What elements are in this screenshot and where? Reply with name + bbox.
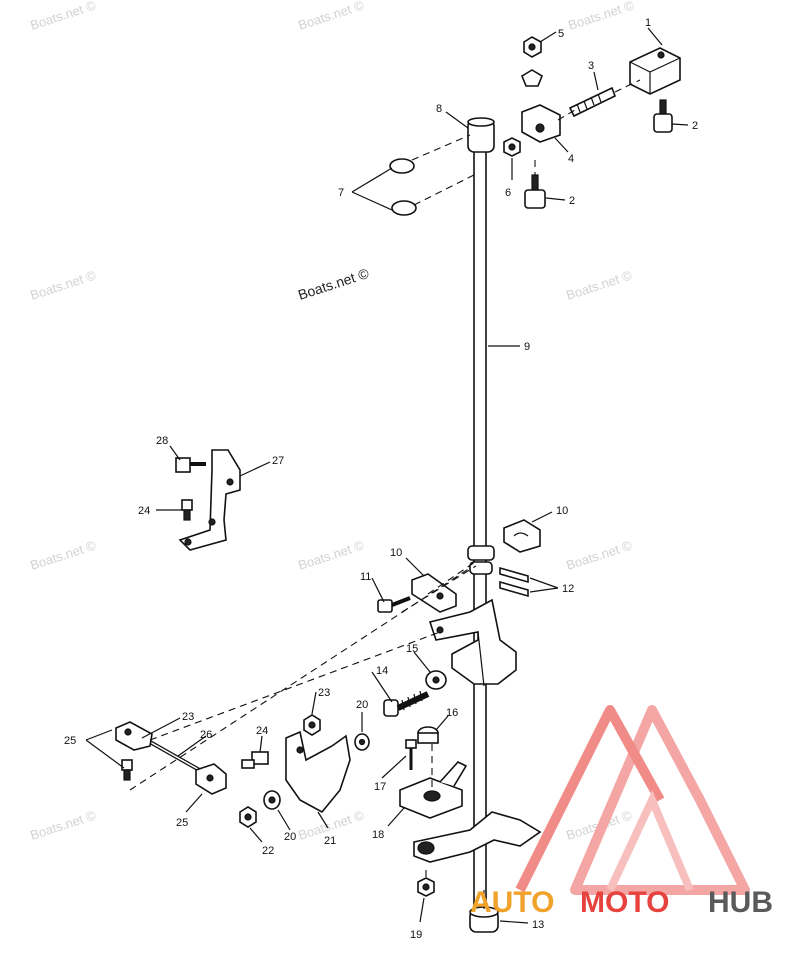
- callout-labels: 1 2 3 4 5 6 2 7 8 9 10 10 11 12 13 14 15…: [64, 17, 698, 941]
- washer-left: [263, 790, 281, 810]
- callout-14: 14: [376, 665, 388, 677]
- callout-4: 4: [568, 153, 574, 165]
- callout-21: 21: [324, 835, 336, 847]
- connector-block: [629, 47, 681, 95]
- lever-arm-lower: [413, 811, 542, 863]
- assembly-lines: [129, 559, 485, 910]
- rod-end-left: [115, 721, 153, 751]
- callout-19: 19: [410, 929, 422, 941]
- callout-22: 22: [262, 845, 274, 857]
- screw-b: [524, 160, 546, 209]
- bottom-bushing: [469, 906, 499, 933]
- watermark: Boats.net ©: [28, 807, 98, 842]
- rod-sleeve: [467, 117, 495, 153]
- cap: [417, 726, 439, 744]
- callout-11: 11: [360, 571, 371, 583]
- callout-15: 15: [406, 643, 418, 655]
- leader-lines: [85, 27, 689, 924]
- callout-3: 3: [588, 60, 594, 72]
- callout-10: 10: [556, 505, 568, 517]
- small-screw: [405, 739, 417, 770]
- washer-right: [354, 733, 370, 751]
- callout-20: 20: [356, 699, 368, 711]
- callout-20: 20: [284, 831, 296, 843]
- callout-12: 12: [562, 583, 574, 595]
- rod-end-right: [195, 763, 227, 795]
- small-nut: [239, 806, 257, 828]
- screw-a: [653, 99, 673, 133]
- callout-9: 9: [524, 341, 530, 353]
- control-rod: [473, 58, 532, 911]
- callout-13: 13: [532, 919, 544, 931]
- brand-auto: AUTO: [470, 886, 554, 919]
- callout-26: 26: [200, 729, 212, 741]
- brand-moto: MOTO: [580, 886, 669, 919]
- callout-5: 5: [558, 28, 564, 40]
- rod-end-stud: [121, 759, 133, 781]
- clamp-screw: [377, 596, 411, 613]
- callout-24: 24: [256, 725, 268, 737]
- callout-17: 17: [374, 781, 386, 793]
- callout-10: 10: [390, 547, 402, 559]
- cam-block: [399, 761, 468, 819]
- rod-collar: [467, 545, 495, 575]
- plate-stud: [241, 751, 269, 769]
- pins: [499, 566, 529, 598]
- link-block: [521, 104, 576, 143]
- callout-8: 8: [436, 103, 442, 115]
- plate-nut: [303, 714, 321, 736]
- automotohub-logo-icon: [515, 705, 750, 895]
- callout-2: 2: [569, 195, 575, 207]
- mounting-bracket: [178, 449, 241, 551]
- callout-23: 23: [318, 687, 330, 699]
- callout-7: 7: [338, 187, 344, 199]
- lever-arm-upper: [428, 598, 517, 687]
- watermark: Boats.net ©: [564, 267, 634, 302]
- callout-6: 6: [505, 187, 511, 199]
- brand-hub: HUB: [708, 886, 773, 919]
- watermark: Boats.net ©: [28, 0, 98, 33]
- threaded-stud: [568, 79, 641, 118]
- watermark: Boats.net ©: [564, 537, 634, 572]
- callout-25: 25: [64, 735, 76, 747]
- top-nut: [523, 36, 542, 58]
- callout-27: 27: [272, 455, 284, 467]
- callout-28: 28: [156, 435, 168, 447]
- watermark: Boats.net ©: [296, 0, 366, 33]
- watermark: Boats.net ©: [566, 0, 636, 33]
- callout-24: 24: [138, 505, 150, 517]
- bracket-fastener: [181, 499, 193, 521]
- clamp-upper: [503, 519, 541, 553]
- clamp-lower: [411, 573, 457, 613]
- watermark: Boats.net ©: [28, 537, 98, 572]
- brand-wordmark: AUTO MOTO HUB: [470, 886, 773, 919]
- callout-18: 18: [372, 829, 384, 841]
- lever-washer: [425, 670, 447, 690]
- callout-23: 23: [182, 711, 194, 723]
- callout-16: 16: [446, 707, 458, 719]
- lock-nut: [503, 137, 521, 157]
- watermark: Boats.net ©: [296, 265, 371, 303]
- watermark: Boats.net ©: [296, 537, 366, 572]
- bracket-screw: [175, 457, 206, 473]
- bottom-nut: [417, 877, 435, 897]
- watermark: Boats.net ©: [28, 267, 98, 302]
- retaining-clips: [389, 134, 475, 216]
- throttle-plate: [285, 730, 351, 814]
- callout-25: 25: [176, 817, 188, 829]
- callout-1: 1: [645, 17, 651, 29]
- lever-bolt: [383, 690, 430, 717]
- callout-2: 2: [692, 120, 698, 132]
